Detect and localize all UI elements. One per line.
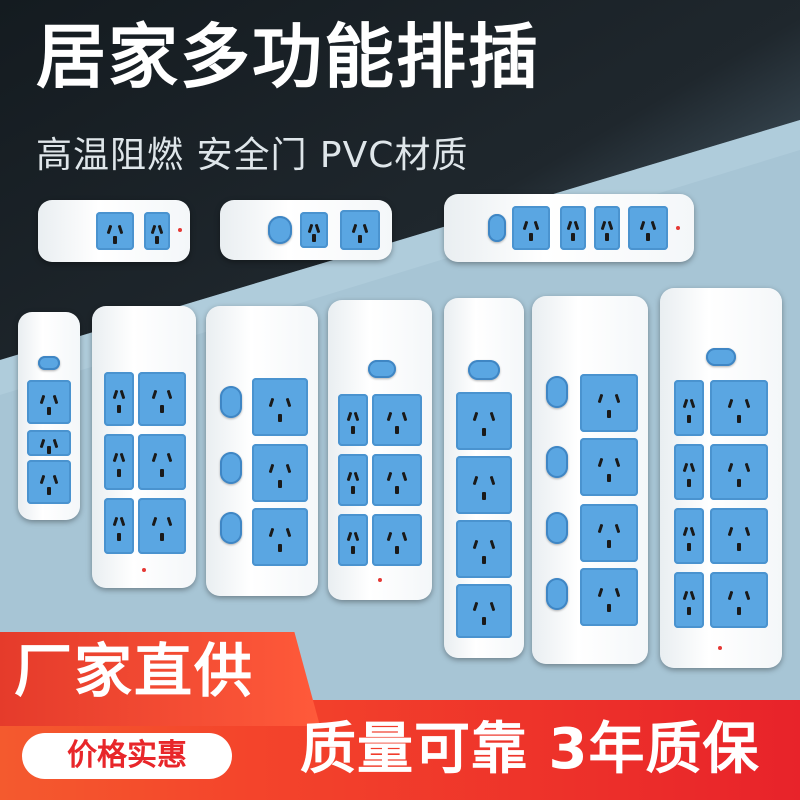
socket-icon bbox=[138, 434, 186, 490]
indicator-light-icon bbox=[676, 226, 680, 230]
power-switch-icon bbox=[546, 512, 568, 544]
power-strip-vertical-4 bbox=[328, 300, 432, 600]
indicator-light-icon bbox=[178, 228, 182, 232]
indicator-light-icon bbox=[142, 568, 146, 572]
socket-icon bbox=[338, 514, 368, 566]
power-switch-icon bbox=[38, 356, 60, 370]
socket-icon bbox=[138, 372, 186, 426]
socket-icon bbox=[300, 212, 328, 248]
socket-icon bbox=[710, 508, 768, 564]
socket-icon bbox=[252, 508, 308, 566]
indicator-light-icon bbox=[378, 578, 382, 582]
power-switch-icon bbox=[368, 360, 396, 378]
socket-icon bbox=[674, 572, 704, 628]
power-switch-icon bbox=[546, 446, 568, 478]
socket-icon bbox=[144, 212, 170, 250]
socket-icon bbox=[372, 454, 422, 506]
socket-icon bbox=[628, 206, 668, 250]
power-strip-vertical-1 bbox=[18, 312, 80, 520]
power-switch-icon bbox=[546, 578, 568, 610]
socket-icon bbox=[27, 430, 71, 456]
socket-icon bbox=[674, 444, 704, 500]
power-switch-icon bbox=[488, 214, 506, 242]
socket-icon bbox=[456, 392, 512, 450]
socket-icon bbox=[138, 498, 186, 554]
socket-icon bbox=[580, 374, 638, 432]
power-switch-icon bbox=[268, 216, 292, 244]
power-switch-icon bbox=[468, 360, 500, 380]
indicator-light-icon bbox=[718, 646, 722, 650]
power-strip-horizontal-four bbox=[444, 194, 694, 262]
socket-icon bbox=[594, 206, 620, 250]
socket-icon bbox=[372, 394, 422, 446]
power-strip-vertical-7 bbox=[660, 288, 782, 668]
socket-icon bbox=[710, 572, 768, 628]
price-badge-text: 价格实惠 bbox=[67, 738, 187, 773]
socket-icon bbox=[104, 498, 134, 554]
socket-icon bbox=[456, 456, 512, 514]
socket-icon bbox=[580, 568, 638, 626]
power-strip-vertical-2 bbox=[92, 306, 196, 588]
power-strip-horizontal-switch bbox=[220, 200, 392, 260]
socket-icon bbox=[27, 460, 71, 504]
socket-icon bbox=[560, 206, 586, 250]
socket-icon bbox=[456, 584, 512, 638]
power-switch-icon bbox=[220, 386, 242, 418]
socket-icon bbox=[252, 378, 308, 436]
power-switch-icon bbox=[220, 452, 242, 484]
socket-icon bbox=[710, 380, 768, 436]
socket-icon bbox=[710, 444, 768, 500]
socket-icon bbox=[372, 514, 422, 566]
headline-title: 居家多功能排插 bbox=[36, 16, 540, 98]
power-strip-horizontal-small bbox=[38, 200, 190, 262]
power-switch-icon bbox=[706, 348, 736, 366]
power-strip-vertical-6 bbox=[532, 296, 648, 664]
socket-icon bbox=[580, 438, 638, 496]
socket-icon bbox=[338, 394, 368, 446]
socket-icon bbox=[674, 508, 704, 564]
socket-icon bbox=[512, 206, 550, 250]
socket-icon bbox=[104, 434, 134, 490]
power-switch-icon bbox=[546, 376, 568, 408]
socket-icon bbox=[456, 520, 512, 578]
power-strip-vertical-5 bbox=[444, 298, 524, 658]
socket-icon bbox=[104, 372, 134, 426]
price-badge bbox=[22, 733, 232, 779]
socket-icon bbox=[580, 504, 638, 562]
socket-icon bbox=[96, 212, 134, 250]
factory-direct-banner bbox=[0, 632, 320, 726]
quality-warranty-slogan: 质量可靠 3年质保 bbox=[300, 717, 760, 782]
factory-direct-text: 厂家直供 bbox=[14, 637, 255, 705]
feature-subtitle: 高温阻燃 安全门 PVC材质 bbox=[36, 135, 469, 176]
socket-icon bbox=[252, 444, 308, 502]
power-strip-vertical-3 bbox=[206, 306, 318, 596]
socket-icon bbox=[338, 454, 368, 506]
socket-icon bbox=[674, 380, 704, 436]
power-switch-icon bbox=[220, 512, 242, 544]
socket-icon bbox=[27, 380, 71, 424]
socket-icon bbox=[340, 210, 380, 250]
